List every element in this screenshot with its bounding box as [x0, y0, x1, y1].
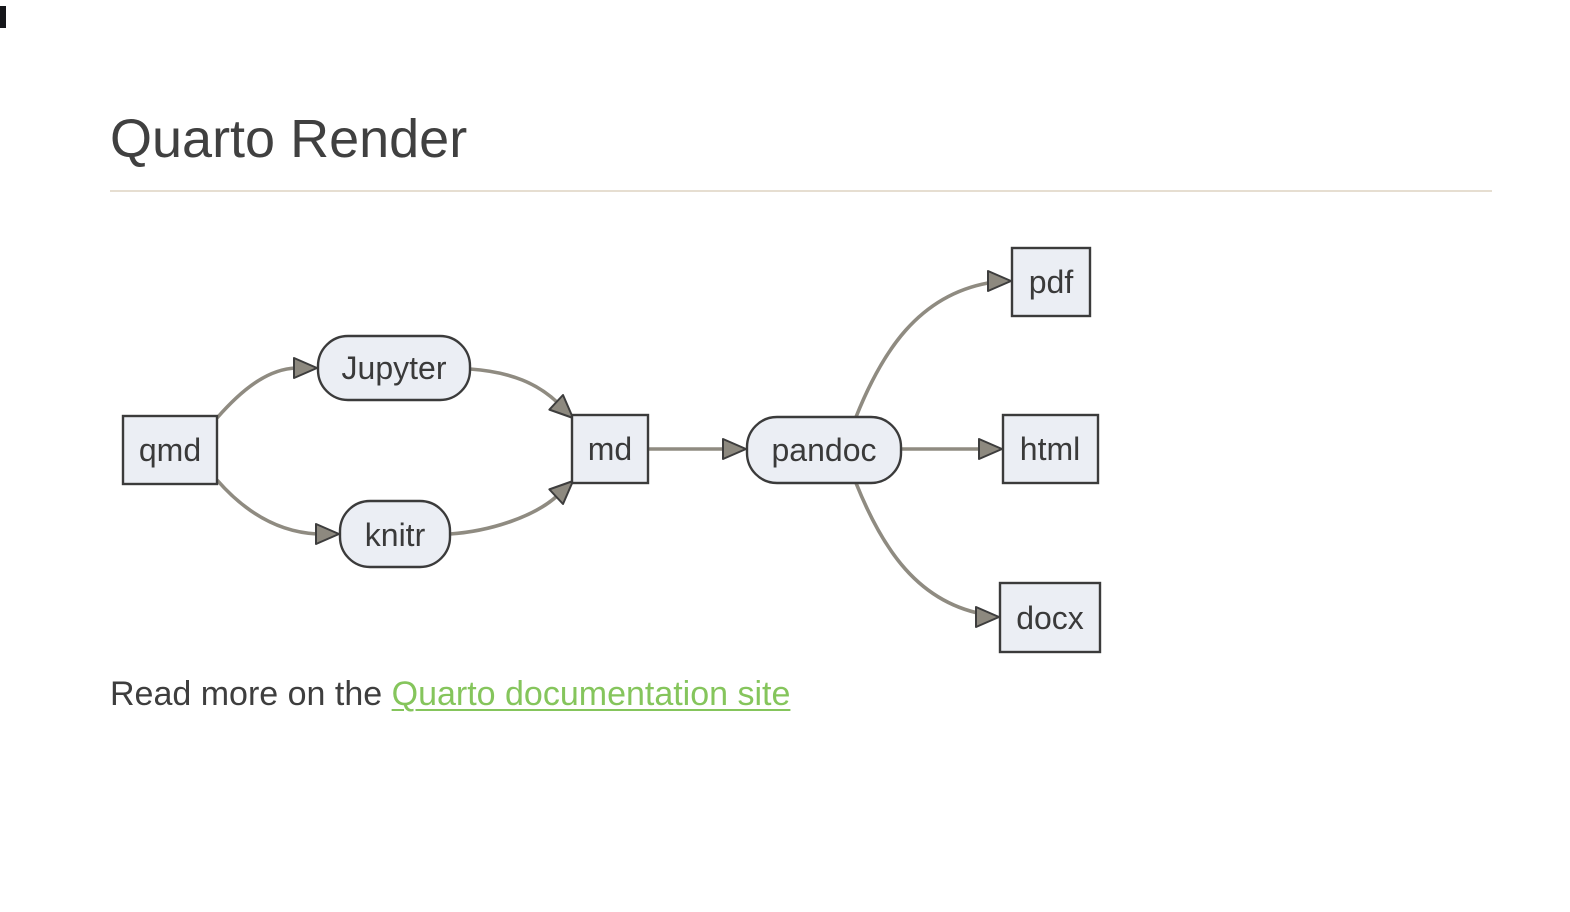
node-pdf-label: pdf: [1029, 264, 1074, 300]
edge-group: [215, 281, 989, 617]
footer-text-prefix: Read more on the: [110, 675, 392, 713]
node-jupyter-label: Jupyter: [342, 350, 447, 386]
node-qmd: qmd: [121, 414, 219, 486]
arrowhead-into-docx: [975, 606, 1000, 628]
edge-qmd-knitr: [215, 478, 318, 536]
node-pandoc-label: pandoc: [772, 432, 877, 468]
node-knitr: knitr: [338, 499, 452, 569]
arrowhead-group: [293, 270, 1012, 628]
arrowhead-into-pdf: [987, 270, 1012, 292]
arrowhead-into-html: [978, 438, 1003, 460]
node-jupyter: Jupyter: [316, 334, 472, 402]
node-knitr-label: knitr: [365, 517, 426, 553]
title-divider: [110, 190, 1492, 192]
edge-qmd-jupyter: [215, 366, 297, 420]
arrowhead-into-jupyter: [293, 357, 318, 379]
edge-pandoc-pdf: [854, 281, 989, 418]
edge-jupyter-md: [469, 367, 560, 405]
edge-knitr-md: [449, 494, 559, 536]
node-docx-label: docx: [1016, 600, 1084, 636]
footer-text: Read more on the Quarto documentation si…: [110, 674, 790, 715]
node-pandoc: pandoc: [745, 415, 903, 485]
arrowhead-into-md-bottom: [548, 480, 574, 505]
node-docx: docx: [998, 581, 1102, 654]
quarto-documentation-link[interactable]: Quarto documentation site: [391, 675, 791, 713]
arrowhead-into-pandoc: [722, 438, 747, 460]
arrowhead-into-knitr: [315, 523, 340, 545]
arrowhead-into-md-top: [548, 394, 574, 419]
edge-pandoc-docx: [854, 482, 989, 617]
node-html: html: [1001, 413, 1100, 485]
node-md: md: [570, 413, 650, 485]
quarto-render-flow-diagram: qmd Jupyter knitr md pandoc pdf html doc…: [121, 246, 1102, 654]
node-html-label: html: [1020, 431, 1080, 467]
page-title: Quarto Render: [110, 109, 468, 169]
node-md-label: md: [588, 431, 632, 467]
node-pdf: pdf: [1010, 246, 1092, 318]
screen-edge-artifact: [0, 6, 6, 28]
node-qmd-label: qmd: [139, 432, 201, 468]
